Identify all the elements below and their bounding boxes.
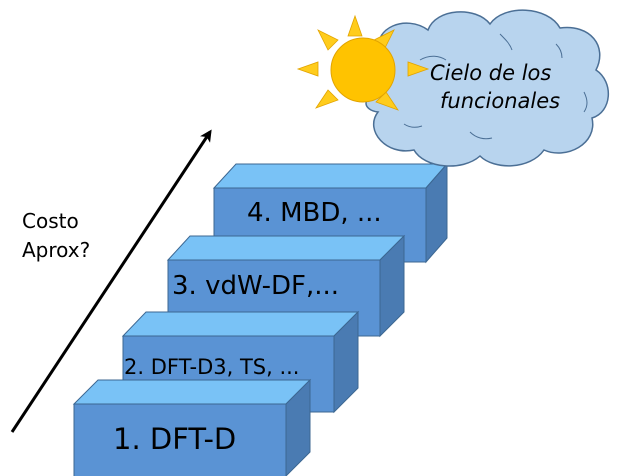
- step-2-top-face: [121, 311, 360, 337]
- step-1-top-face: [72, 379, 312, 405]
- step-4-mbd: 4. MBD, ...: [212, 162, 449, 264]
- step-1-label: 1. DFT-D: [113, 422, 236, 456]
- sun-icon: [296, 14, 430, 111]
- step-3-top-face: [166, 235, 406, 261]
- sun-disc: [330, 37, 396, 103]
- cost-label-line1: Costo: [22, 209, 79, 233]
- sun-ray-top: [347, 14, 363, 37]
- cost-arrow: [10, 129, 212, 433]
- cost-label-line2: Aprox?: [22, 238, 90, 262]
- sun-ray-left: [296, 61, 319, 77]
- cloud-label-line1: Cielo de los: [430, 61, 551, 85]
- sun-ray-bottom-left: [314, 89, 339, 109]
- functional-heaven-cloud: Cielo de los funcionales: [358, 9, 610, 167]
- sun-ray-right: [407, 61, 430, 77]
- step-3-label: 3. vdW-DF,...: [172, 271, 339, 301]
- cloud-label-line2: funcionales: [440, 89, 560, 113]
- cloud-shape: [358, 9, 610, 167]
- sun-ray-top-left: [317, 29, 339, 51]
- step-1-dft-d: 1. DFT-D: [72, 378, 312, 476]
- step-2-label: 2. DFT-D3, TS, ...: [124, 355, 300, 379]
- step-4-top-face: [212, 163, 449, 189]
- step-1-front-face: [73, 403, 287, 476]
- step-4-label: 4. MBD, ...: [247, 198, 382, 228]
